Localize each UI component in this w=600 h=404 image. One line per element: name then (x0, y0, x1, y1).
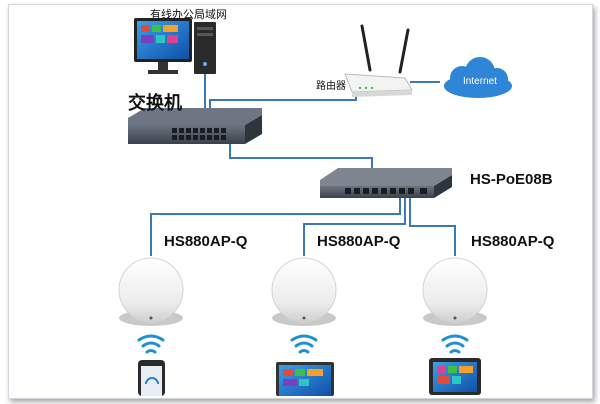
internet-cloud-icon (444, 57, 512, 98)
wifi-signal-icon (137, 334, 165, 354)
smartphone-icon (138, 360, 165, 396)
switch-icon (128, 108, 262, 144)
cable-poe-ap3 (409, 196, 456, 256)
access-point-icon (271, 257, 337, 326)
poe-switch-label: HS-PoE08B (470, 171, 553, 188)
tablet-icon (429, 358, 481, 395)
cables (150, 72, 456, 256)
router-label: 路由器 (316, 81, 346, 92)
router-icon (344, 24, 413, 97)
wifi-signal-icon (441, 334, 469, 354)
cable-poe-ap2 (303, 196, 406, 256)
ap-label-3: HS880AP-Q (471, 233, 555, 250)
ap-label-2: HS880AP-Q (317, 233, 401, 250)
lan-label: 有线办公局域网 (150, 8, 227, 21)
internet-label: Internet (463, 76, 497, 87)
cable-switch-router (209, 92, 357, 108)
cable-poe-ap1 (150, 196, 401, 256)
switch-label: 交换机 (128, 93, 182, 114)
cable-switch-poe (229, 143, 373, 170)
laptop-icon (276, 362, 334, 396)
poe-switch-icon (320, 168, 452, 198)
ap-label-1: HS880AP-Q (164, 233, 248, 250)
desktop-pc-icon (134, 18, 216, 74)
wifi-signal-icon (290, 334, 318, 354)
access-point-icon (422, 257, 488, 326)
access-point-icon (118, 257, 184, 326)
